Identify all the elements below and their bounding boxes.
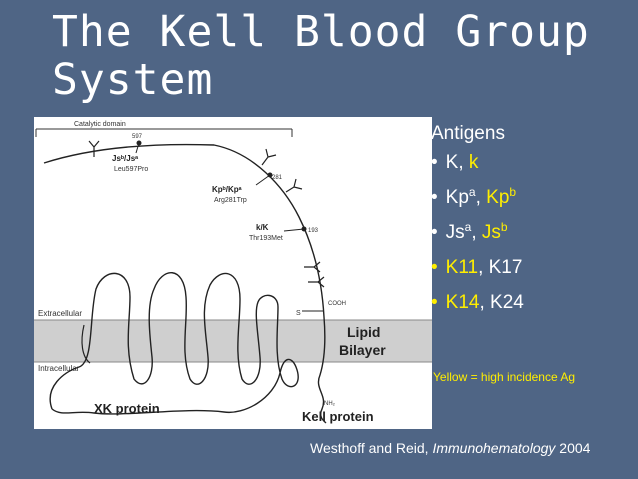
xk-protein-label: XK protein (94, 401, 160, 416)
s-label: S (296, 310, 301, 317)
antigen-b-high: Js (481, 222, 501, 243)
bullet: • (431, 292, 438, 313)
js-mutation: Leu597Pro (114, 166, 148, 173)
legend-note: Yellow = high incidence Ag (433, 370, 575, 384)
antigen-b: K24 (490, 292, 524, 313)
residue-597: 597 (132, 134, 143, 140)
antigen-item-kp: •Kpa, Kpb (431, 185, 517, 208)
extracellular-label: Extracellular (38, 309, 82, 318)
antigen-b: K17 (488, 257, 523, 278)
antigen-a-high: K14 (445, 292, 480, 313)
k-mutation: Thr193Met (249, 235, 283, 242)
antigen-item-js: •Jsa, Jsb (431, 220, 508, 243)
citation: Westhoff and Reid, Immunohematology 2004 (310, 440, 590, 456)
antigens-panel: Antigens •K, k •Kpa, Kpb •Jsa, Jsb •K11,… (431, 117, 638, 320)
kp-mutation: Arg281Trp (214, 197, 247, 204)
bullet: • (431, 152, 438, 173)
kp-antigen-label: Kpᵇ/Kpᵃ (212, 185, 242, 194)
antigen-b-high: k (468, 152, 479, 173)
catalytic-domain-label: Catalytic domain (74, 121, 126, 128)
slide-title: The Kell Blood Group System (52, 7, 590, 105)
nh2-label: NH₂ (324, 401, 336, 407)
glycan-marks (88, 140, 325, 288)
antigen-item-k: •K, k (431, 152, 479, 173)
js-antigen-label: Jsᵇ/Jsᵃ (112, 154, 138, 163)
citation-year: 2004 (555, 440, 591, 456)
bullet: • (431, 187, 438, 208)
antigen-a: Kp (445, 187, 469, 208)
antigen-item-k14: •K14, K24 (431, 292, 524, 313)
antigen-a: K (445, 152, 459, 173)
citation-journal: Immunohematology (432, 440, 556, 456)
residue-193: 193 (308, 228, 319, 234)
xk-protein-chain (49, 272, 299, 415)
antigen-b-high: Kp (486, 187, 510, 208)
antigen-item-k11: •K11, K17 (431, 257, 523, 278)
membrane-diagram-svg: Catalytic domain Extracellular Intracell… (34, 121, 432, 424)
antigen-list: •K, k •Kpa, Kpb •Jsa, Jsb •K11, K17 •K14… (431, 145, 638, 320)
antigen-a: Js (445, 222, 465, 243)
bullet: • (431, 222, 438, 243)
kell-protein-label: Kell protein (302, 409, 374, 424)
intracellular-label: Intracellular (38, 364, 80, 373)
residue-281: 281 (272, 175, 283, 181)
cooh-label: COOH (328, 301, 346, 307)
lipid-label: Lipid (347, 324, 380, 340)
citation-authors: Westhoff and Reid, (310, 440, 433, 456)
antigens-heading: Antigens (431, 123, 505, 144)
lipid-bilayer (34, 320, 432, 362)
kell-xk-diagram: Catalytic domain Extracellular Intracell… (34, 117, 432, 429)
antigen-a-high: K11 (445, 257, 479, 278)
bullet: • (431, 257, 438, 278)
k-antigen-label: k/K (256, 223, 269, 232)
bilayer-label: Bilayer (339, 342, 386, 358)
